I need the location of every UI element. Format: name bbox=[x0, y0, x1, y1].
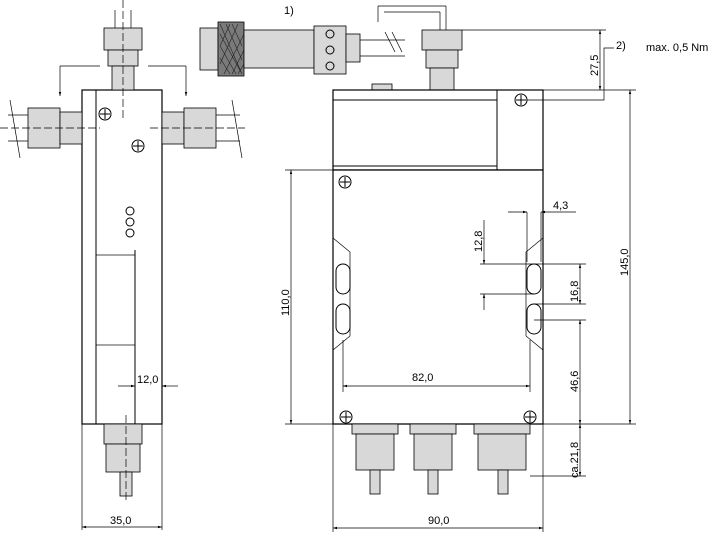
dim-slot-width: 4,3 bbox=[553, 200, 568, 212]
screw-icon bbox=[338, 175, 352, 189]
dim-bottom-ca: ca.21,8 bbox=[569, 442, 581, 478]
cable-gland-icon bbox=[103, 415, 143, 500]
cable-gland-icon bbox=[421, 29, 463, 91]
dim-height-145: 145,0 bbox=[619, 248, 631, 276]
mounting-slot bbox=[335, 303, 351, 335]
callout-note-1: 1) bbox=[284, 5, 294, 17]
front-view bbox=[285, 29, 636, 532]
led-icon bbox=[125, 206, 135, 216]
cable-gland-icon bbox=[409, 423, 457, 495]
screw-icon bbox=[514, 93, 528, 107]
callout-note-2: 2) bbox=[616, 40, 626, 52]
screw-icon bbox=[339, 410, 353, 424]
dim-bottom-46: 46,6 bbox=[569, 371, 581, 392]
dim-hole-spacing: 82,0 bbox=[412, 372, 433, 384]
callout-torque: max. 0,5 Nm bbox=[646, 42, 708, 54]
dim-top-27: 27,5 bbox=[589, 55, 601, 76]
dim-slot-16: 16,8 bbox=[569, 281, 581, 302]
cable-gland-icon bbox=[103, 0, 143, 120]
side-view bbox=[0, 0, 245, 530]
dim-front-width: 90,0 bbox=[428, 515, 449, 527]
dim-side-offset: 12,0 bbox=[137, 374, 158, 386]
cable-gland-icon bbox=[150, 99, 245, 159]
mounting-slot bbox=[335, 263, 351, 295]
cable-gland-icon bbox=[473, 423, 531, 495]
led-icon bbox=[125, 217, 135, 227]
led-icon bbox=[125, 228, 135, 238]
screw-icon bbox=[131, 139, 145, 153]
cable-gland-icon bbox=[351, 423, 399, 495]
dim-side-width: 35,0 bbox=[110, 515, 131, 527]
cable-gland-icon bbox=[0, 99, 100, 159]
dim-slot-12: 12,8 bbox=[473, 231, 485, 252]
screw-icon bbox=[98, 107, 112, 121]
screw-icon bbox=[523, 410, 537, 424]
connector-icon bbox=[199, 5, 447, 77]
dim-height-110: 110,0 bbox=[280, 289, 292, 316]
